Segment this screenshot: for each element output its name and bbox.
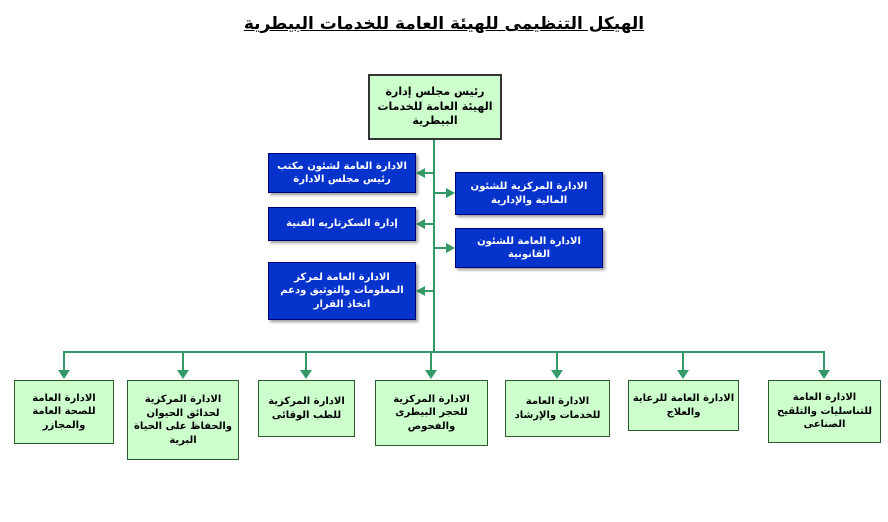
department-box: الادارة المركزية للحجر البيطرى والفحوص <box>375 380 488 446</box>
main-vertical-connector <box>433 140 435 352</box>
connector-arrow <box>58 370 70 379</box>
branch-box: الادارة العامة لمركز المعلومات والتوثيق … <box>268 262 416 320</box>
connector-line <box>435 247 446 249</box>
connector-line <box>435 192 446 194</box>
department-box: الادارة المركزية للطب الوقائى <box>258 380 355 437</box>
connector-line <box>63 351 65 371</box>
chart-title: الهيكل التنظيمى للهيئة العامة للخدمات ال… <box>243 14 645 34</box>
chairman-box: رئيس مجلس إدارة الهيئة العامة للخدمات ال… <box>368 74 502 140</box>
connector-line <box>425 290 434 292</box>
connector-arrow <box>300 370 312 379</box>
branch-box: إدارة السكرتاريه الفنية <box>268 207 416 241</box>
connector-line <box>430 351 432 371</box>
connector-arrow <box>177 370 189 379</box>
department-box: الادارة المركزية لحدائق الحيوان والحفاظ … <box>127 380 239 460</box>
branch-box: الادارة المركزية للشئون المالية والإداري… <box>455 172 603 215</box>
connector-line <box>182 351 184 371</box>
connector-arrow <box>818 370 830 379</box>
connector-arrow <box>416 286 425 296</box>
connector-line <box>556 351 558 371</box>
department-box: الادارة العامة للخدمات والإرشاد <box>505 380 610 437</box>
department-box: الادارة العامة للصحة العامة والمجازر <box>14 380 114 444</box>
connector-line <box>823 351 825 371</box>
branch-box: الادارة العامة للشئون القانونية <box>455 228 603 268</box>
department-box: الادارة العامة للرعاية والعلاج <box>628 380 739 431</box>
connector-line <box>682 351 684 371</box>
connector-line <box>305 351 307 371</box>
connector-arrow <box>416 219 425 229</box>
connector-line <box>425 172 434 174</box>
connector-arrow <box>446 188 455 198</box>
connector-arrow <box>416 168 425 178</box>
distribution-line <box>63 351 825 353</box>
connector-line <box>425 223 434 225</box>
branch-box: الادارة العامة لشئون مكتب رئيس مجلس الاد… <box>268 153 416 193</box>
connector-arrow <box>425 370 437 379</box>
connector-arrow <box>446 243 455 253</box>
connector-arrow <box>551 370 563 379</box>
connector-arrow <box>677 370 689 379</box>
department-box: الادارة العامة للتناسليات والتلقيح الصنا… <box>768 380 881 443</box>
